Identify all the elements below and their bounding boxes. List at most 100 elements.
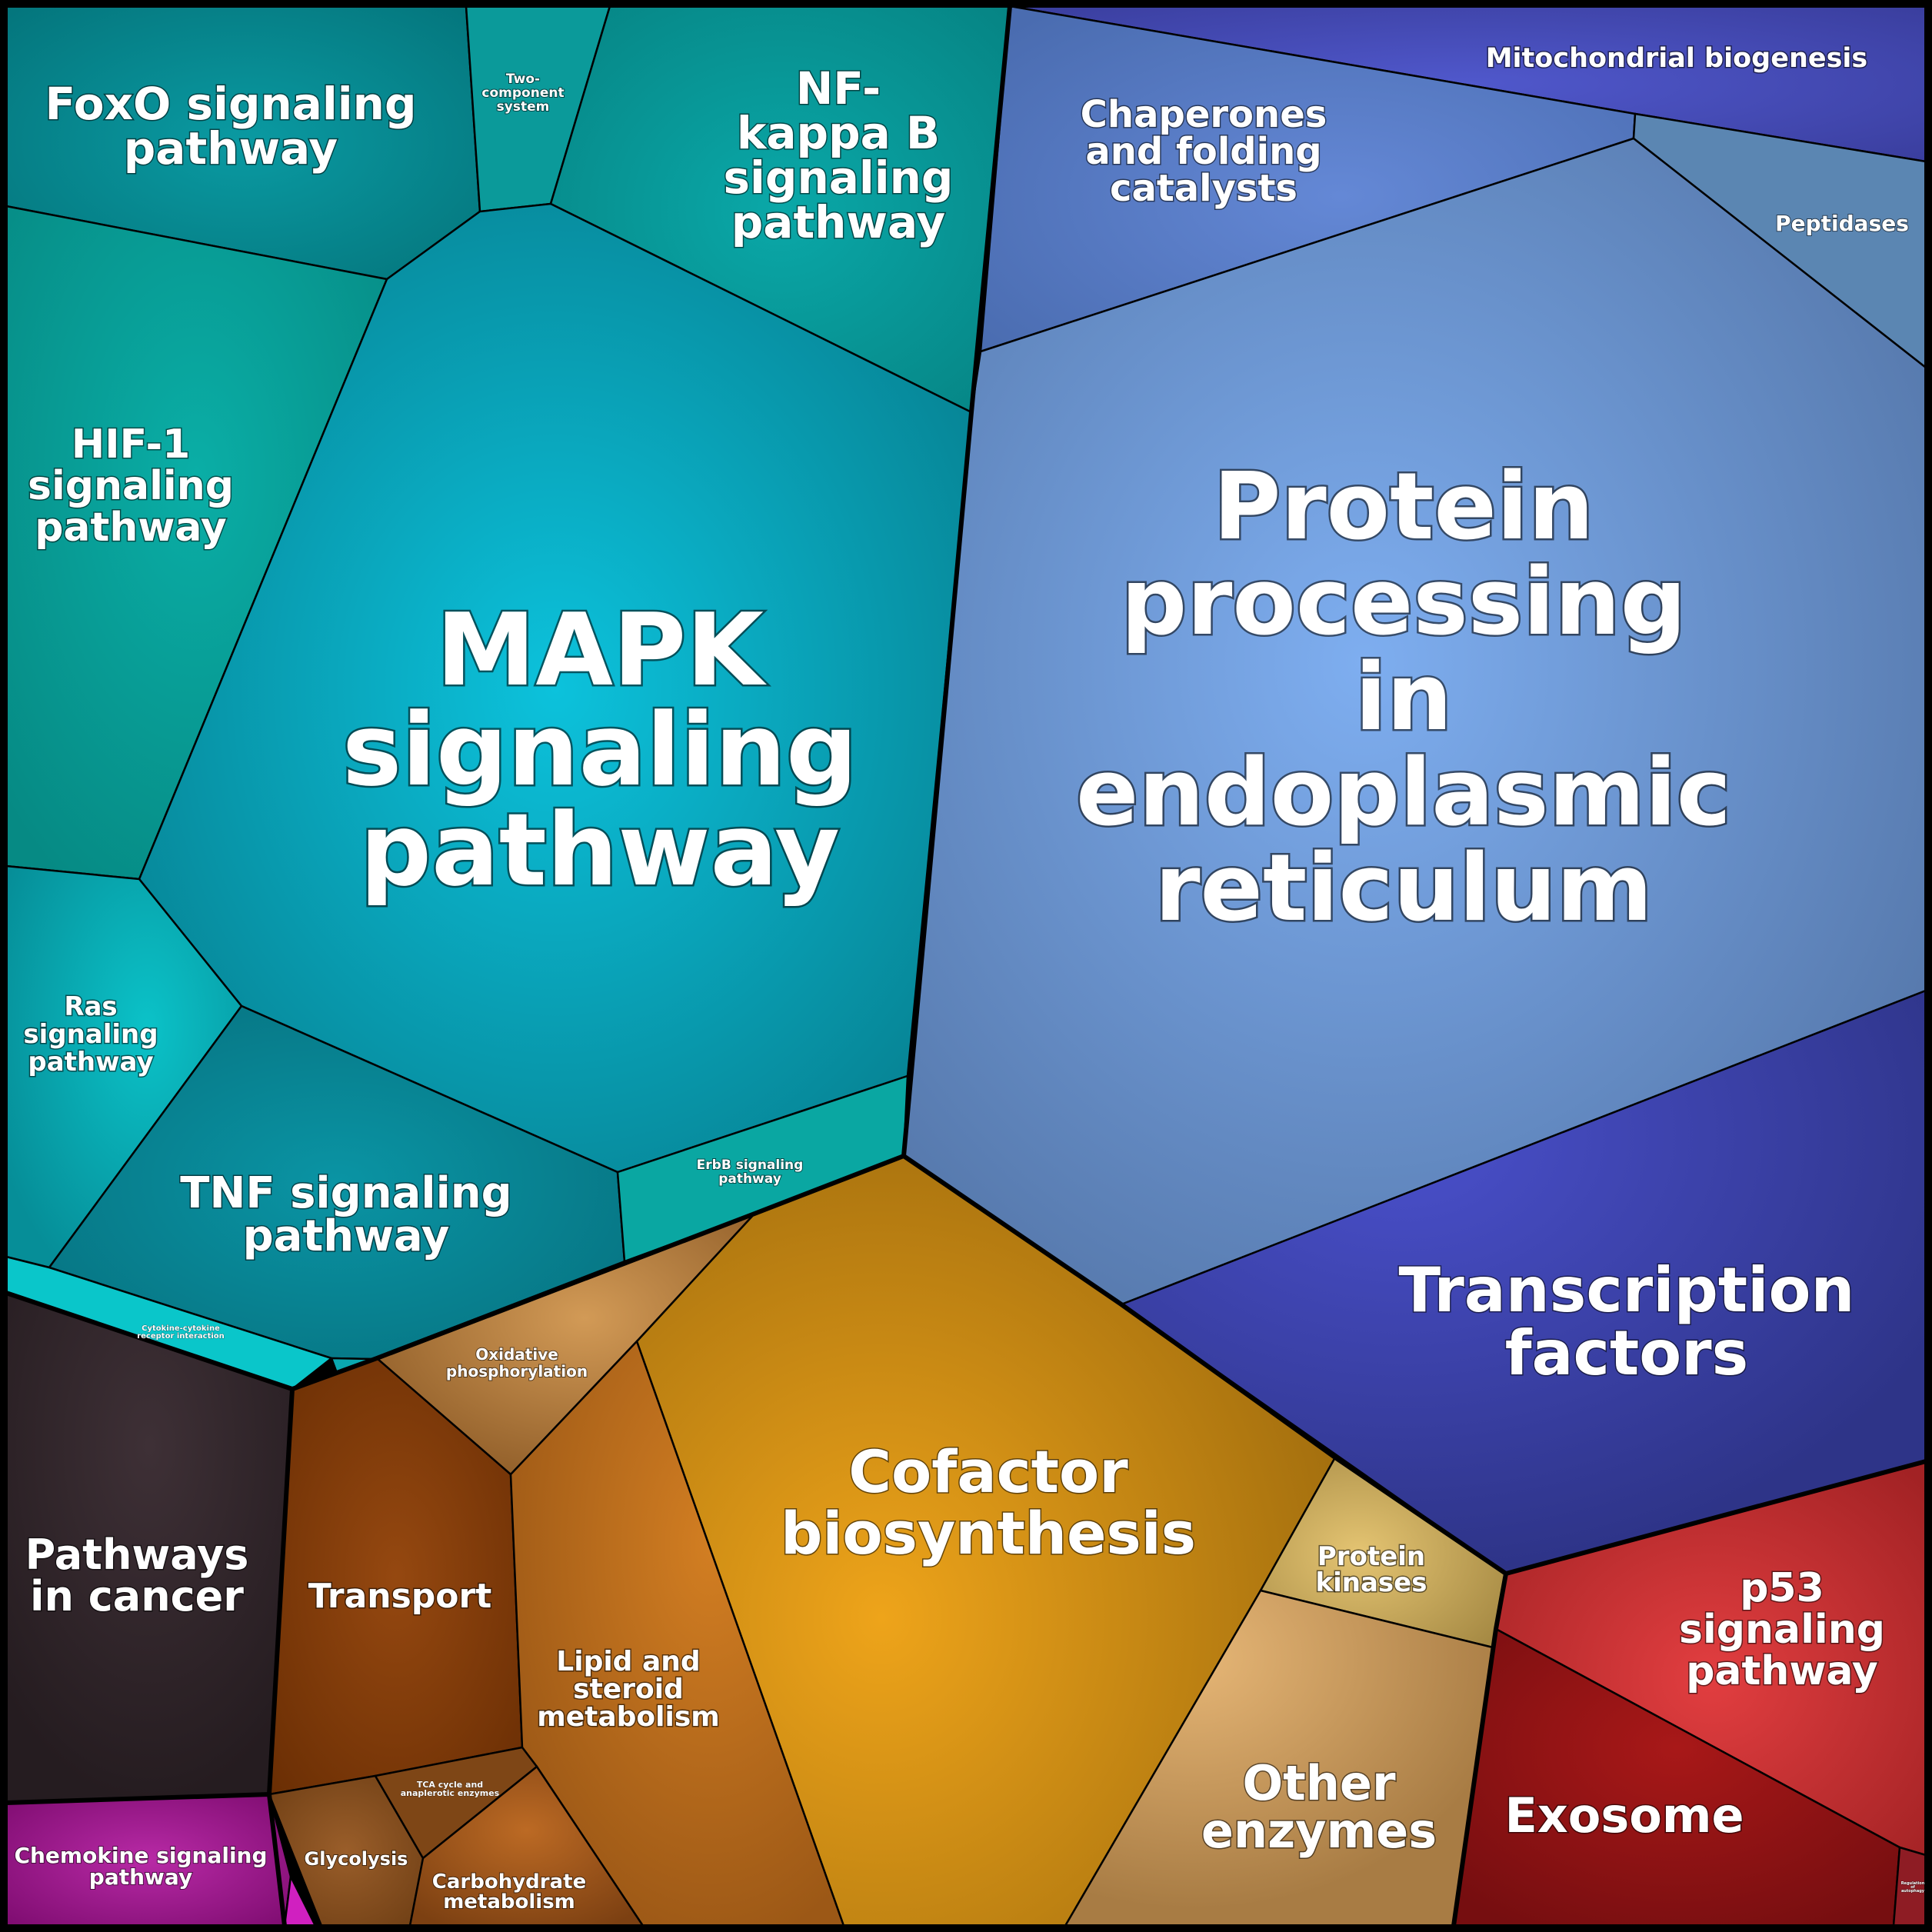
label-line: Transport <box>308 1577 492 1616</box>
label-line: component <box>481 85 564 101</box>
label-line: Pathways <box>25 1531 249 1579</box>
label-line: Cytokine-cytokine <box>142 1324 220 1333</box>
label-line: Glycolysis <box>305 1848 408 1870</box>
group-border-metabolism-protein <box>902 1154 1507 1576</box>
label-line: phosphorylation <box>446 1362 588 1381</box>
label-line: catalysts <box>1110 167 1297 210</box>
label-line: reticulum <box>1154 835 1652 942</box>
label-line: ErbB signaling <box>697 1158 804 1173</box>
label-line: TCA cycle and <box>417 1780 483 1790</box>
label-line: signaling <box>1679 1607 1885 1653</box>
label-line: NF- <box>796 62 881 115</box>
label-line: Chemokine signaling <box>14 1843 267 1868</box>
label-glycolysis: Glycolysis <box>305 1848 408 1870</box>
label-line: pathway <box>360 791 840 908</box>
group-border-protein-p53 <box>1505 1459 1927 1576</box>
label-line: FoxO signaling <box>45 78 417 130</box>
label-line: signaling <box>28 463 234 509</box>
label-line: Ras <box>64 991 117 1022</box>
group-border-chemokine <box>5 1792 270 1805</box>
label-line: TNF signaling <box>180 1168 511 1218</box>
label-line: enzymes <box>1201 1803 1437 1859</box>
label-line: Regulation <box>1901 1881 1925 1886</box>
cell-autophagy[interactable] <box>1892 1846 1927 1927</box>
group-border-metabolism-p53 <box>1451 1573 1508 1927</box>
label-line: p53 <box>1740 1565 1824 1611</box>
label-line: pathway <box>35 505 227 551</box>
label-line: factors <box>1505 1317 1748 1389</box>
label-line: pathway <box>243 1211 450 1261</box>
label-line: in <box>1355 645 1453 751</box>
label-line: signaling <box>724 152 954 204</box>
label-line: Exosome <box>1504 1787 1744 1844</box>
label-line: endoplasmic <box>1076 740 1731 847</box>
group-border-signaling-metabolism <box>5 1154 905 1391</box>
label-exosome: Exosome <box>1504 1787 1744 1844</box>
label-line: steroid <box>573 1674 684 1705</box>
label-line: Protein <box>1317 1541 1425 1572</box>
label-line: in cancer <box>30 1572 244 1621</box>
label-line: biosynthesis <box>781 1499 1196 1567</box>
label-line: kinases <box>1316 1567 1427 1598</box>
label-line: pathway <box>1686 1648 1878 1694</box>
label-line: Protein <box>1214 454 1594 561</box>
label-line: pathway <box>89 1864 192 1890</box>
label-line: metabolism <box>537 1701 720 1733</box>
label-line: Mitochondrial biogenesis <box>1486 43 1868 74</box>
label-line: autophagy <box>1901 1889 1925 1894</box>
label-line: MAPK <box>436 591 767 708</box>
label-line: pathway <box>731 196 945 248</box>
label-mito: Mitochondrial biogenesis <box>1486 43 1868 74</box>
label-line: Peptidases <box>1775 211 1909 236</box>
label-transport: Transport <box>308 1577 492 1616</box>
label-line: signaling <box>23 1019 158 1050</box>
label-line: of <box>1910 1885 1915 1890</box>
label-line: Lipid and <box>556 1646 700 1677</box>
label-line: kappa B <box>737 107 940 159</box>
label-line: anaplerotic enzymes <box>401 1788 500 1798</box>
label-line: Chaperones <box>1081 93 1327 136</box>
label-line: pathway <box>28 1047 153 1078</box>
label-line: Cofactor <box>848 1437 1128 1506</box>
label-line: HIF-1 <box>72 421 191 468</box>
label-peptidases: Peptidases <box>1775 211 1909 236</box>
label-line: Two- <box>506 72 540 87</box>
label-line: system <box>497 99 550 115</box>
label-line: Carbohydrate <box>432 1870 586 1894</box>
label-line: metabolism <box>443 1890 575 1914</box>
label-line: pathway <box>124 122 338 175</box>
label-line: pathway <box>718 1171 781 1187</box>
label-line: Other <box>1242 1755 1396 1811</box>
label-line: Oxidative <box>475 1345 558 1364</box>
group-border-signaling-protein <box>901 5 1012 1157</box>
label-line: Transcription <box>1399 1254 1855 1326</box>
label-line: receptor interaction <box>137 1332 225 1341</box>
label-line: signaling <box>342 691 858 808</box>
label-line: processing <box>1121 549 1686 656</box>
